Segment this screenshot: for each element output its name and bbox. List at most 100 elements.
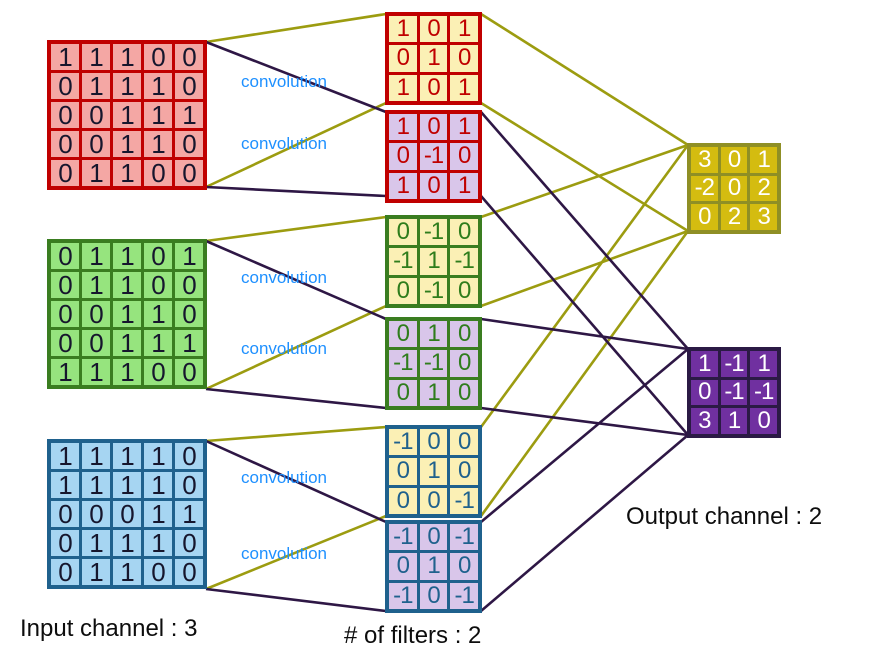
matrix-cell: 0 xyxy=(720,147,748,173)
matrix-cell: 0 xyxy=(51,301,79,327)
matrix-cell: 1 xyxy=(51,359,79,385)
matrix-cell: 0 xyxy=(450,143,478,170)
line-blue-to-filter5-top xyxy=(205,425,387,443)
matrix-cell: 1 xyxy=(389,16,417,43)
matrix-cell: 0 xyxy=(144,44,172,70)
matrix-cell: 1 xyxy=(113,443,141,469)
matrix-cell: 1 xyxy=(113,73,141,99)
input-channel-caption: Input channel : 3 xyxy=(20,615,198,642)
matrix-cell: 0 xyxy=(144,243,172,269)
matrix-cell: 0 xyxy=(450,219,478,246)
matrix-cell: -1 xyxy=(389,524,417,551)
matrix-cell: 1 xyxy=(51,472,79,498)
matrix-cell: 0 xyxy=(175,131,203,157)
matrix-cell: 0 xyxy=(450,45,478,72)
matrix-cell: 0 xyxy=(419,524,448,551)
matrix-cell: 0 xyxy=(175,359,203,385)
matrix-cell: 1 xyxy=(82,243,110,269)
matrix-cell: 0 xyxy=(450,277,478,304)
matrix-cell: 0 xyxy=(419,429,448,456)
matrix-cell: 0 xyxy=(389,143,417,170)
matrix-cell: 0 xyxy=(419,487,448,514)
matrix-cell: 1 xyxy=(144,131,172,157)
matrix-cell: 0 xyxy=(51,330,79,356)
line-blue-to-filter5-bottom xyxy=(205,514,387,591)
matrix-cell: 1 xyxy=(175,243,203,269)
matrix-cell: 0 xyxy=(450,429,478,456)
matrix-cell: 0 xyxy=(419,582,448,609)
matrix-cell: 1 xyxy=(419,379,448,406)
matrix-cell: 1 xyxy=(450,74,478,101)
matrix-cell: -1 xyxy=(389,582,417,609)
matrix-cell: 1 xyxy=(450,114,478,141)
output-channel-caption: Output channel : 2 xyxy=(626,503,823,530)
matrix-cell: 0 xyxy=(175,472,203,498)
matrix-cell: 0 xyxy=(419,74,448,101)
matrix-cell: 0 xyxy=(750,408,777,434)
line-filter5-to-output1-bottom xyxy=(479,230,690,517)
matrix-cell: 1 xyxy=(51,44,79,70)
line-red-to-filter1-bottom xyxy=(205,101,387,189)
matrix-cell: 0 xyxy=(389,219,417,246)
matrix-cell: 1 xyxy=(144,530,172,556)
matrix-cell: -1 xyxy=(750,379,777,406)
matrix-cell: 0 xyxy=(82,301,110,327)
line-red-to-filter2-bottom xyxy=(205,185,387,198)
matrix-cell: -1 xyxy=(419,350,448,377)
matrix-cell: 1 xyxy=(691,351,718,377)
matrix-cell: 0 xyxy=(175,44,203,70)
matrix-cell: 1 xyxy=(144,102,172,128)
matrix-cell: 0 xyxy=(144,160,172,186)
matrix-cell: 0 xyxy=(691,379,718,406)
matrix-cell: 0 xyxy=(419,114,448,141)
matrix-cell: 1 xyxy=(82,530,110,556)
matrix-cell: -1 xyxy=(720,351,748,377)
matrix-cell: 0 xyxy=(51,131,79,157)
matrix-cell: 1 xyxy=(144,330,172,356)
matrix-cell: 2 xyxy=(720,204,748,230)
matrix-cell: 0 xyxy=(389,379,417,406)
matrix-cell: -1 xyxy=(720,379,748,406)
matrix-cell: 1 xyxy=(175,102,203,128)
matrix-cell: 1 xyxy=(450,172,478,199)
matrix-cell: 3 xyxy=(691,147,718,173)
line-filter3-to-output1-bottom xyxy=(480,229,689,308)
matrix-cell: 1 xyxy=(113,243,141,269)
matrix-cell: 1 xyxy=(82,559,110,585)
matrix-cell: 1 xyxy=(750,147,777,173)
matrix-cell: 0 xyxy=(175,73,203,99)
matrix-cell: 1 xyxy=(450,16,478,43)
line-filter4-to-output2-bottom xyxy=(480,406,689,437)
line-filter2-to-output2-bottom xyxy=(480,195,689,436)
matrix-cell: 0 xyxy=(389,553,417,580)
matrix-cell: 0 xyxy=(389,277,417,304)
matrix-cell: -1 xyxy=(419,143,448,170)
matrix-cell: 0 xyxy=(389,458,417,485)
matrix-cell: 0 xyxy=(51,501,79,527)
matrix-cell: -1 xyxy=(419,277,448,304)
matrix-cell: 1 xyxy=(175,330,203,356)
matrix-cell: 1 xyxy=(51,443,79,469)
matrix-cell: 0 xyxy=(175,443,203,469)
matrix-cell: 1 xyxy=(113,472,141,498)
matrix-cell: 3 xyxy=(750,204,777,230)
matrix-cell: 1 xyxy=(113,330,141,356)
matrix-cell: 1 xyxy=(113,359,141,385)
matrix-cell: -2 xyxy=(691,175,718,202)
line-filter5-to-output1-top xyxy=(479,144,690,428)
convolution-label-6: convolution xyxy=(241,544,328,563)
matrix-cell: 1 xyxy=(113,160,141,186)
matrix-cell: 0 xyxy=(82,131,110,157)
line-green-to-filter4-bottom xyxy=(205,387,387,410)
matrix-cell: -1 xyxy=(450,487,478,514)
matrix-cell: 0 xyxy=(691,204,718,230)
matrix-cell: 0 xyxy=(82,102,110,128)
matrix-cell: -1 xyxy=(419,219,448,246)
